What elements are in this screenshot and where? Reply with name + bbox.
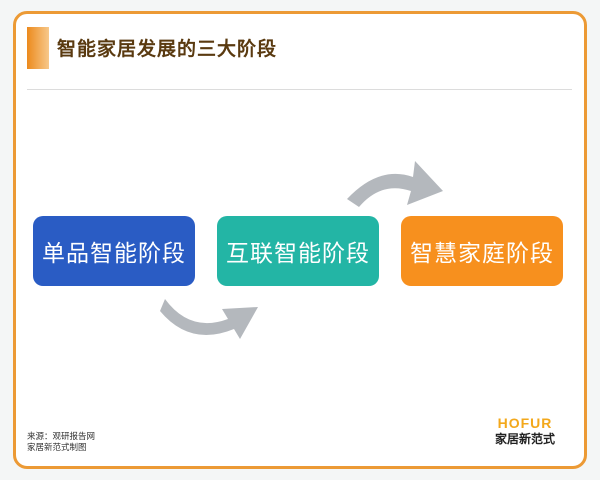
source-line: 来源：观研报告网 — [27, 432, 96, 442]
stage-box-smart-home: 智慧家庭阶段 — [401, 216, 563, 286]
logo-chinese-name: 家居新范式 — [494, 432, 555, 446]
credit-line: 家居新范式制图 — [27, 443, 87, 453]
stage-label: 互联智能阶段 — [226, 241, 370, 267]
source-note: 来源：观研报告网 家居新范式制图 — [27, 432, 95, 454]
title-divider — [27, 89, 572, 90]
stage-label: 单品智能阶段 — [42, 241, 186, 267]
logo-wordmark: HOFUR — [497, 415, 553, 431]
stage-box-interconnected: 互联智能阶段 — [217, 216, 379, 286]
page-title: 智能家居发展的三大阶段 — [57, 38, 278, 60]
curved-arrow-up-right-icon — [347, 161, 443, 207]
stage-label: 智慧家庭阶段 — [410, 241, 554, 267]
curved-arrow-down-right-icon — [160, 299, 258, 339]
title-accent-bar — [27, 27, 49, 69]
brand-logo: HOFUR 家居新范式 — [490, 415, 560, 447]
stage-box-single-product: 单品智能阶段 — [33, 216, 195, 286]
